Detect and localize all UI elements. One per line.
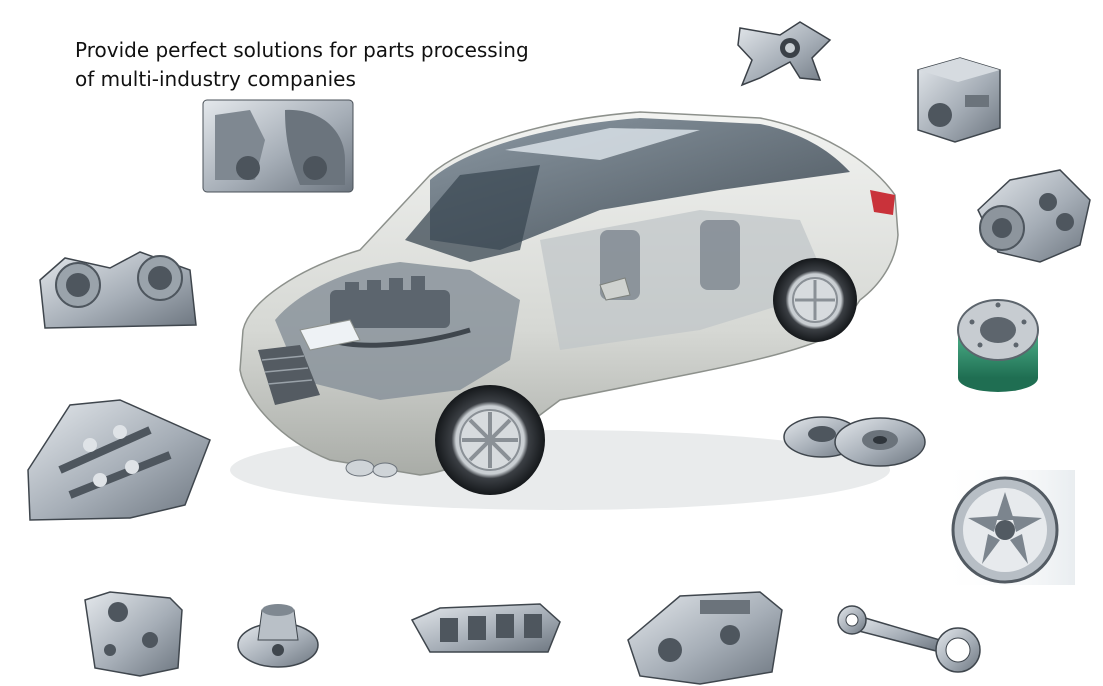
brake-disc-icon: [783, 416, 926, 467]
oil-pan-icon: [410, 603, 561, 653]
headline-line-2: of multi-industry companies: [75, 67, 356, 91]
gearbox-casing-icon: [627, 591, 783, 685]
twin-bearing-housing-icon: [39, 251, 197, 329]
pump-housing-icon: [84, 591, 183, 677]
alloy-wheel-icon: [938, 470, 1075, 585]
headline-line-1: Provide perfect solutions for parts proc…: [75, 38, 529, 62]
transmission-housing-icon: [977, 169, 1091, 263]
brake-drum-icon: [957, 299, 1039, 392]
connecting-rod-icon: [837, 605, 981, 673]
camshaft-carrier-icon: [27, 399, 211, 521]
flange-hub-icon: [237, 604, 319, 668]
cylinder-head-section-icon: [202, 99, 354, 193]
car-cutaway-icon: [230, 111, 899, 510]
steering-knuckle-icon: [737, 21, 832, 87]
headline: Provide perfect solutions for parts proc…: [75, 36, 595, 94]
engine-block-icon: [917, 57, 1001, 143]
